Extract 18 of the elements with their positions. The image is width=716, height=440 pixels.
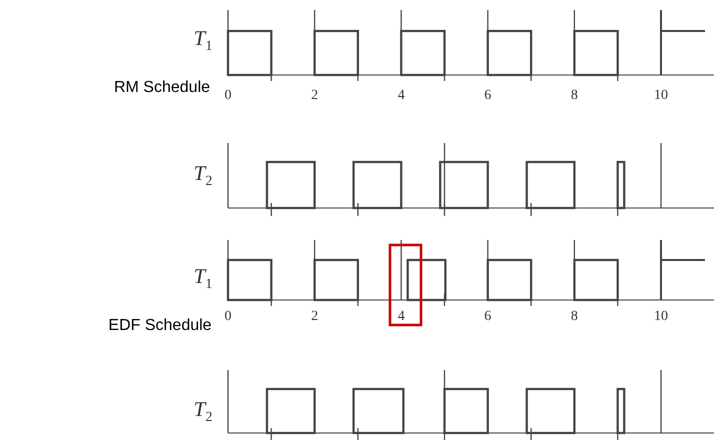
time-axis-number: 8: [570, 89, 578, 103]
time-axis-number: 2: [311, 310, 318, 324]
task-label: T$_{2}$: [194, 162, 212, 190]
time-axis-number: 6: [484, 310, 492, 324]
time-axis-number: 6: [484, 89, 492, 103]
time-axis-number: 8: [570, 310, 578, 324]
task-label: T$_{1}$: [194, 28, 212, 54]
time-axis-number: 10: [654, 89, 668, 103]
time-axis-number: 10: [654, 310, 668, 324]
time-axis-number: 0: [224, 89, 232, 103]
task-label: T$_{1}$: [194, 266, 212, 292]
time-axis-number: 0: [224, 310, 232, 324]
time-axis-number: 4: [398, 310, 405, 324]
time-axis-number: 4: [398, 89, 405, 103]
task-label: T$_{2}$: [194, 398, 212, 426]
time-axis-number: 2: [311, 89, 318, 103]
schedule-title: RM Schedule: [114, 80, 210, 96]
schedule-title: EDF Schedule: [108, 318, 212, 334]
